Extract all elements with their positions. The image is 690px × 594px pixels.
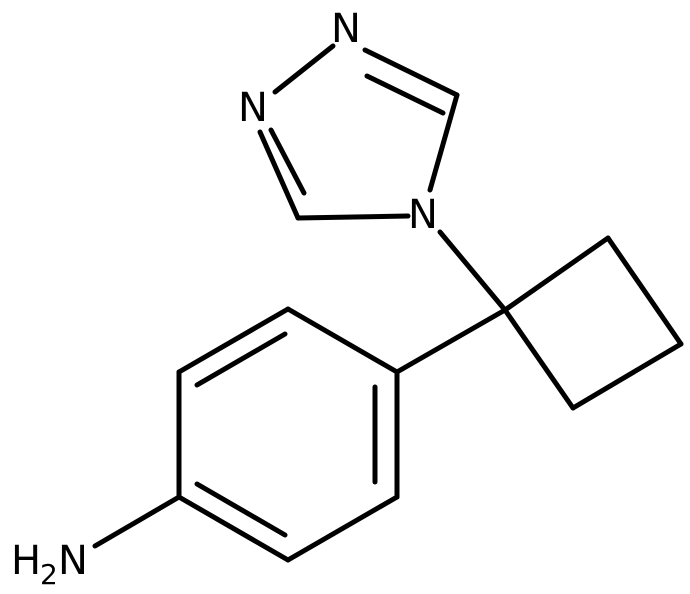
bond-n1-c-inner [364,73,446,116]
bond-cb-2 [605,235,684,347]
bond-bz-1 [285,306,400,375]
atom-label-n1: N [331,6,361,52]
bond-cb-3 [570,341,684,411]
atom-label-n4: N [408,192,438,238]
bond-c-n2-inner [268,127,307,196]
bond-cb-1 [502,235,611,313]
cyclobutane-ring [502,235,684,411]
bond-n2-n1 [272,43,336,95]
benzene-ring [176,306,400,563]
bond-n4-c [295,213,411,221]
bond-bz-2 [176,306,291,375]
bond-n1-c [362,47,460,98]
bond-c-n4 [427,92,460,193]
bond-bz-4-inner [194,481,288,538]
bond-c-n2 [257,129,301,221]
bond-bz-5 [285,494,400,563]
bond-quaternary-c-benzene [394,307,508,375]
amine-subscript-label: 2 [40,558,58,591]
bond-bz-4 [176,494,291,563]
amine-h-label: H [11,538,41,584]
triazole-ring [257,43,460,221]
bond-bz-2-inner [194,331,288,388]
bond-benzene-amine [92,494,182,549]
bond-n4-quaternary-c [437,229,508,313]
atom-label-n2: N [238,85,268,131]
bond-cb-4 [502,307,576,411]
amine-n-label: N [58,538,88,584]
amine-group-label: H 2 N [11,538,88,591]
